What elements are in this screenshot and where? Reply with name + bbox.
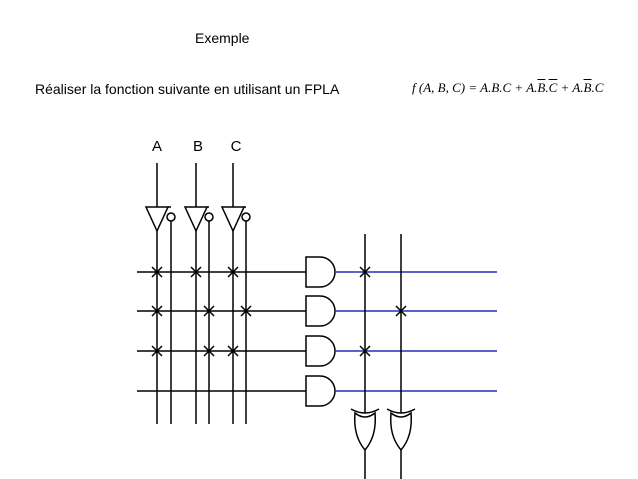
input-label-c: C <box>231 138 242 155</box>
and-crosspoint <box>203 345 215 357</box>
formula-term3-b: B <box>583 80 592 95</box>
inverter-bubble-c <box>241 212 251 222</box>
formula-term2-c: C <box>548 80 558 95</box>
formula-term2-plus: + <box>557 80 573 95</box>
and-gate-3 <box>305 335 336 367</box>
inverter-bubble-a <box>166 212 176 222</box>
or-crosspoint <box>359 345 371 357</box>
formula-lhs: f (A, B, C) = <box>412 80 481 95</box>
and-gate-4 <box>305 375 336 407</box>
input-label-b: B <box>193 138 203 155</box>
or-gate-1 <box>353 411 377 452</box>
formula-term3-c: .C <box>591 80 604 95</box>
input-label-a: A <box>152 138 162 155</box>
page-title: Exemple <box>195 30 250 46</box>
formula-term2-b: B <box>537 80 546 95</box>
formula-term1: A.B.C + <box>480 80 527 95</box>
or-crosspoint <box>359 266 371 278</box>
buffer-triangle-b <box>183 206 209 233</box>
buffer-triangle-a <box>144 206 170 233</box>
and-crosspoint <box>240 305 252 317</box>
and-crosspoint <box>227 266 239 278</box>
buffer-triangle-c <box>220 206 246 233</box>
or-gate-back-2 <box>386 408 416 414</box>
formula-term2-dot: . <box>545 80 549 95</box>
and-crosspoint <box>151 305 163 317</box>
and-gate-1 <box>305 256 336 288</box>
and-crosspoint <box>227 345 239 357</box>
and-gate-2 <box>305 295 336 327</box>
and-crosspoint <box>151 345 163 357</box>
or-gate-back-1 <box>350 408 380 414</box>
and-crosspoint <box>203 305 215 317</box>
formula-term2-a: A. <box>526 80 538 95</box>
task-prompt: Réaliser la fonction suivante en utilisa… <box>35 81 340 97</box>
or-gate-2 <box>389 411 413 452</box>
and-crosspoint <box>190 266 202 278</box>
boolean-formula: f (A, B, C) = A.B.C + A.B.C + A.B.C <box>412 80 603 96</box>
inverter-bubble-b <box>204 212 214 222</box>
and-crosspoint <box>151 266 163 278</box>
or-crosspoint <box>395 305 407 317</box>
formula-term3-a: A. <box>572 80 584 95</box>
